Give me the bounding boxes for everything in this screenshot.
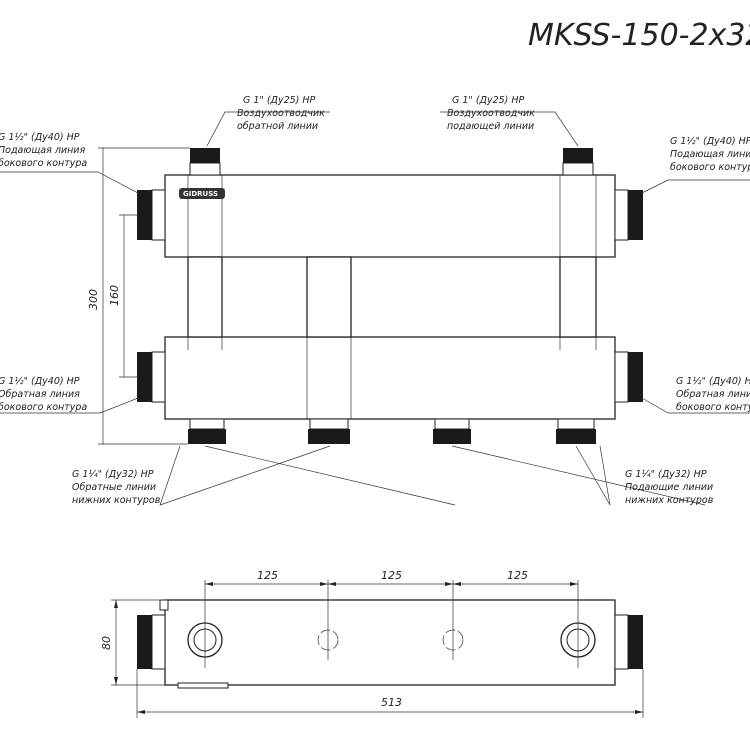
- dim-inner-height: 160: [108, 285, 121, 306]
- logo-text: GIDRUSS: [183, 190, 218, 198]
- label-bottom-right: G 1¼" (Ду32) НР Подающие линии нижних ко…: [625, 469, 714, 506]
- dim-spacing-3: 125: [507, 569, 528, 582]
- svg-text:нижних контуров: нижних контуров: [625, 495, 714, 506]
- bottom-fitting-3: [433, 418, 471, 444]
- side-fitting-upper-left: [137, 189, 166, 241]
- plan-body: [164, 599, 616, 686]
- svg-text:обратной линии: обратной линии: [237, 121, 318, 132]
- connection-labels: G 1" (Ду25) НР Воздухоотводчик обратной …: [0, 95, 750, 506]
- label-top-left: G 1" (Ду25) НР Воздухоотводчик обратной …: [237, 95, 325, 132]
- label-bottom-left: G 1¼" (Ду32) НР Обратные линии нижних ко…: [72, 469, 161, 506]
- top-fitting-right: [562, 148, 594, 176]
- svg-text:G 1¼" (Ду32) НР: G 1¼" (Ду32) НР: [625, 469, 707, 480]
- svg-text:G 1½" (Ду40) НР: G 1½" (Ду40) НР: [0, 132, 80, 143]
- svg-text:G 1½" (Ду40) НР: G 1½" (Ду40) НР: [670, 136, 750, 147]
- svg-text:Обратные линии: Обратные линии: [72, 482, 156, 493]
- lower-collector: [164, 336, 616, 420]
- svg-text:G 1¼" (Ду32) НР: G 1¼" (Ду32) НР: [72, 469, 154, 480]
- svg-text:Воздухоотводчик: Воздухоотводчик: [237, 108, 325, 119]
- label-lower-right: G 1½" (Ду40) НР Обратная линия бокового …: [676, 376, 750, 413]
- svg-text:бокового контура: бокового контура: [0, 402, 87, 413]
- svg-text:G 1" (Ду25) НР: G 1" (Ду25) НР: [243, 95, 316, 106]
- svg-text:бокового контура: бокового контура: [676, 402, 750, 413]
- label-upper-left: G 1½" (Ду40) НР Подающая линия бокового …: [0, 132, 87, 169]
- svg-text:Обратная линия: Обратная линия: [676, 389, 750, 400]
- top-fitting-left: [189, 148, 221, 176]
- bottom-fitting-2: [308, 418, 350, 444]
- label-upper-right: G 1½" (Ду40) НР Подающая линия бокового …: [670, 136, 750, 173]
- bottom-fitting-4: [556, 418, 596, 444]
- label-lower-left: G 1½" (Ду40) НР Обратная линия бокового …: [0, 376, 87, 413]
- svg-text:подающей линии: подающей линии: [447, 121, 534, 132]
- bottom-fitting-1: [188, 418, 226, 444]
- svg-text:Воздухоотводчик: Воздухоотводчик: [447, 108, 535, 119]
- dim-overall-length: 513: [381, 696, 402, 709]
- label-top-right: G 1" (Ду25) НР Воздухоотводчик подающей …: [447, 95, 535, 132]
- upper-collector: [164, 174, 616, 258]
- svg-text:Подающая линия: Подающая линия: [670, 149, 750, 160]
- front-view: GIDRUSS: [0, 111, 750, 506]
- svg-text:G 1½" (Ду40) НР: G 1½" (Ду40) НР: [676, 376, 750, 387]
- side-fitting-lower-left: [137, 351, 166, 403]
- svg-text:Обратная линия: Обратная линия: [0, 389, 80, 400]
- svg-text:бокового контура: бокового контура: [670, 162, 750, 173]
- side-fitting-upper-right: [614, 189, 643, 241]
- svg-text:нижних контуров: нижних контуров: [72, 495, 161, 506]
- svg-text:Подающие линии: Подающие линии: [625, 482, 713, 493]
- dim-depth: 80: [100, 636, 113, 650]
- drawing-title: MKSS-150-2x32.1: [528, 18, 750, 53]
- dim-spacing-2: 125: [381, 569, 402, 582]
- logo-badge: [179, 188, 225, 199]
- svg-text:G 1½" (Ду40) НР: G 1½" (Ду40) НР: [0, 376, 80, 387]
- connecting-pipe-left: [187, 256, 223, 338]
- side-fitting-lower-right: [614, 351, 643, 403]
- dim-spacing-1: 125: [257, 569, 278, 582]
- plan-view: 125 125 125 80 513: [100, 569, 644, 718]
- svg-text:G 1" (Ду25) НР: G 1" (Ду25) НР: [452, 95, 525, 106]
- connecting-pipe-middle: [306, 256, 352, 338]
- svg-text:Подающая линия: Подающая линия: [0, 145, 85, 156]
- svg-text:бокового контура: бокового контура: [0, 158, 87, 169]
- connecting-pipe-right: [559, 256, 597, 338]
- dim-overall-height: 300: [87, 289, 100, 310]
